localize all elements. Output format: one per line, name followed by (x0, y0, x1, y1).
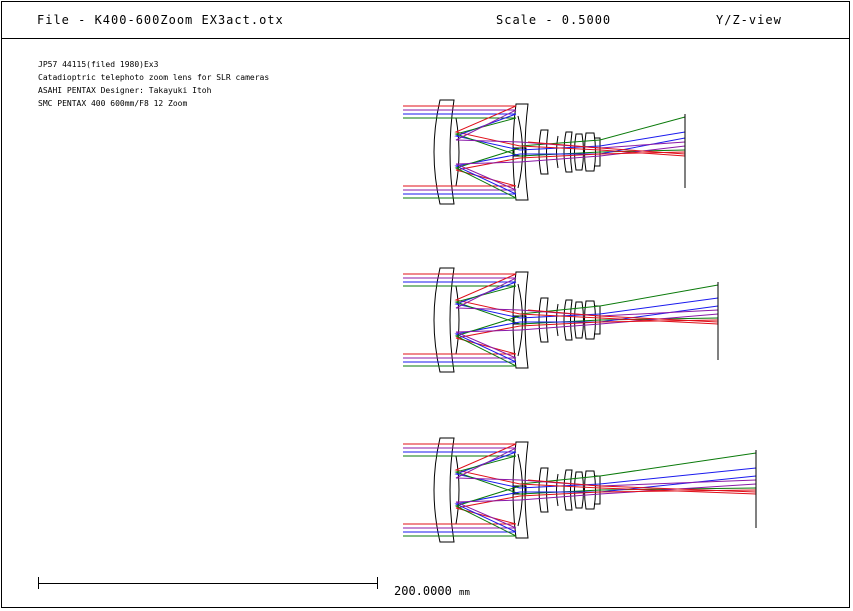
scale-bar (38, 583, 378, 584)
scale-bar-left-tick (38, 577, 39, 589)
designer-line: ASAHI PENTAX Designer: Takayuki Itoh (38, 86, 212, 95)
scale-bar-value: 200.0000 (394, 584, 452, 598)
patent-line: JP57 44115(filed 1980)Ex3 (38, 60, 159, 69)
lens-configuration-1 (402, 99, 686, 205)
product-line: SMC PENTAX 400 600mm/F8 12 Zoom (38, 99, 188, 108)
scale-bar-label: 200.0000 mm (394, 584, 470, 598)
view-label: Y/Z-view (716, 13, 782, 27)
lens-type-line: Catadioptric telephoto zoom lens for SLR… (38, 73, 270, 82)
header-divider (1, 38, 850, 39)
scale-bar-right-tick (377, 577, 378, 589)
lens-configuration-2 (402, 267, 719, 373)
lens-configuration-3 (402, 437, 757, 543)
file-name-label: File - K400-600Zoom EX3act.otx (37, 13, 284, 27)
scale-label: Scale - 0.5000 (496, 13, 612, 27)
scale-bar-unit: mm (459, 588, 470, 598)
